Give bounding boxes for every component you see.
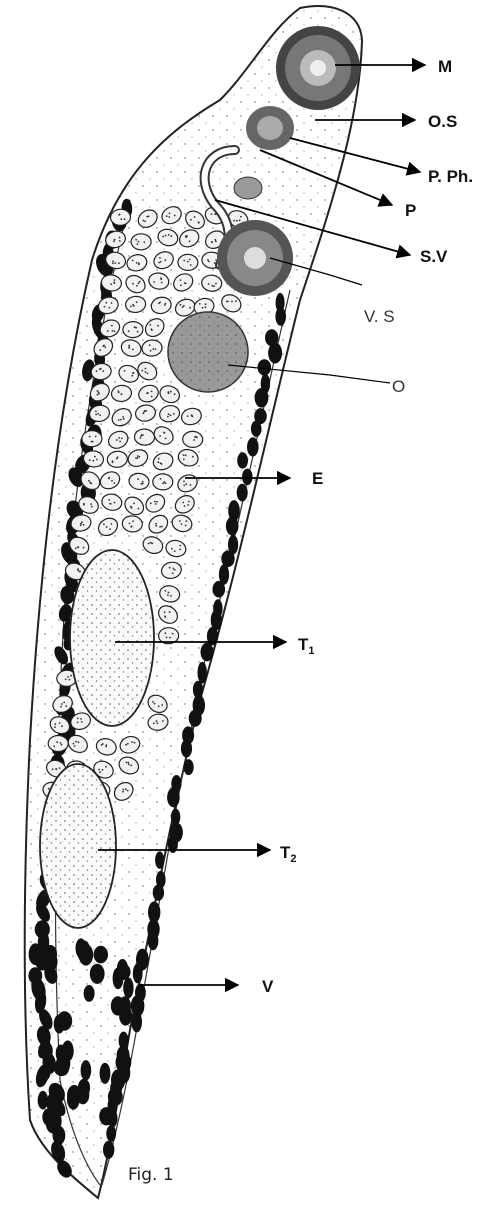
vitelline-follicle	[41, 949, 52, 967]
figure-caption: Fig. 1	[128, 1165, 174, 1185]
vitelline-follicle	[237, 484, 248, 502]
vitelline-follicle	[275, 307, 286, 326]
vitelline-follicle	[116, 964, 131, 980]
vitelline-follicle	[90, 964, 105, 984]
vitelline-follicle	[38, 1091, 48, 1110]
egg	[123, 321, 143, 337]
egg	[178, 254, 198, 270]
egg	[82, 431, 102, 447]
label-t1: T1	[298, 635, 315, 657]
vitelline-follicle	[155, 851, 164, 868]
vitelline-follicle	[242, 469, 253, 486]
vitelline-follicle	[28, 967, 42, 984]
vitelline-follicle	[148, 931, 159, 950]
vitelline-follicle	[258, 359, 272, 375]
vitelline-follicle	[110, 1080, 122, 1096]
vitelline-follicle	[84, 985, 95, 1002]
label-e: E	[312, 469, 323, 488]
vitelline-follicle	[198, 662, 207, 684]
vitelline-follicle	[39, 1042, 53, 1061]
vitelline-follicle	[54, 1015, 65, 1034]
vitelline-follicle	[268, 343, 282, 364]
vitelline-follicle	[251, 421, 262, 437]
label-t2: T2	[280, 843, 297, 865]
vitelline-follicle	[106, 1125, 116, 1142]
vitelline-follicle	[118, 1062, 131, 1083]
vitelline-follicle	[79, 944, 94, 966]
vitelline-follicle	[81, 1060, 92, 1080]
vitelline-follicle	[237, 452, 248, 468]
label-pph: P. Ph.	[428, 167, 473, 186]
vitelline-follicle	[67, 1090, 80, 1110]
egg	[131, 234, 151, 250]
label-vs: V. S	[364, 307, 395, 326]
vitelline-follicle	[103, 1141, 114, 1159]
label-v: V	[262, 977, 274, 996]
vitelline-follicle	[108, 1109, 118, 1127]
pharynx	[246, 106, 294, 150]
vitelline-follicle	[100, 1063, 111, 1084]
vitelline-follicle	[167, 788, 180, 808]
label-p: P	[405, 201, 416, 220]
vitelline-follicle	[47, 1093, 59, 1113]
vitelline-follicle	[56, 1053, 70, 1074]
label-os: O.S	[428, 112, 457, 131]
vitelline-follicle	[94, 946, 108, 964]
vitelline-follicle	[119, 996, 131, 1016]
egg	[182, 431, 203, 448]
vitelline-follicle	[133, 963, 143, 983]
vitelline-follicle	[247, 437, 259, 456]
vitelline-follicle	[40, 1064, 51, 1080]
vitelline-follicle	[117, 1046, 130, 1065]
egg	[110, 209, 131, 226]
label-sv: S.V	[420, 247, 448, 266]
vitelline-follicle	[131, 1011, 142, 1032]
vitelline-follicle	[255, 388, 269, 408]
vitelline-follicle	[123, 978, 133, 999]
vitelline-follicle	[201, 643, 214, 662]
oral-sucker	[276, 26, 360, 110]
vitelline-follicle	[29, 943, 43, 965]
vitelline-follicle	[213, 581, 226, 598]
vitelline-follicle	[181, 739, 192, 757]
label-o: O	[392, 377, 405, 396]
ventral-sucker	[217, 220, 293, 296]
vitelline-follicle	[226, 517, 239, 536]
label-m: M	[438, 57, 452, 76]
vitelline-follicle	[189, 710, 202, 727]
egg	[153, 474, 173, 490]
prepharynx	[234, 177, 262, 199]
egg	[48, 735, 68, 751]
vitelline-follicle	[184, 759, 194, 775]
vitelline-follicle	[153, 885, 164, 901]
